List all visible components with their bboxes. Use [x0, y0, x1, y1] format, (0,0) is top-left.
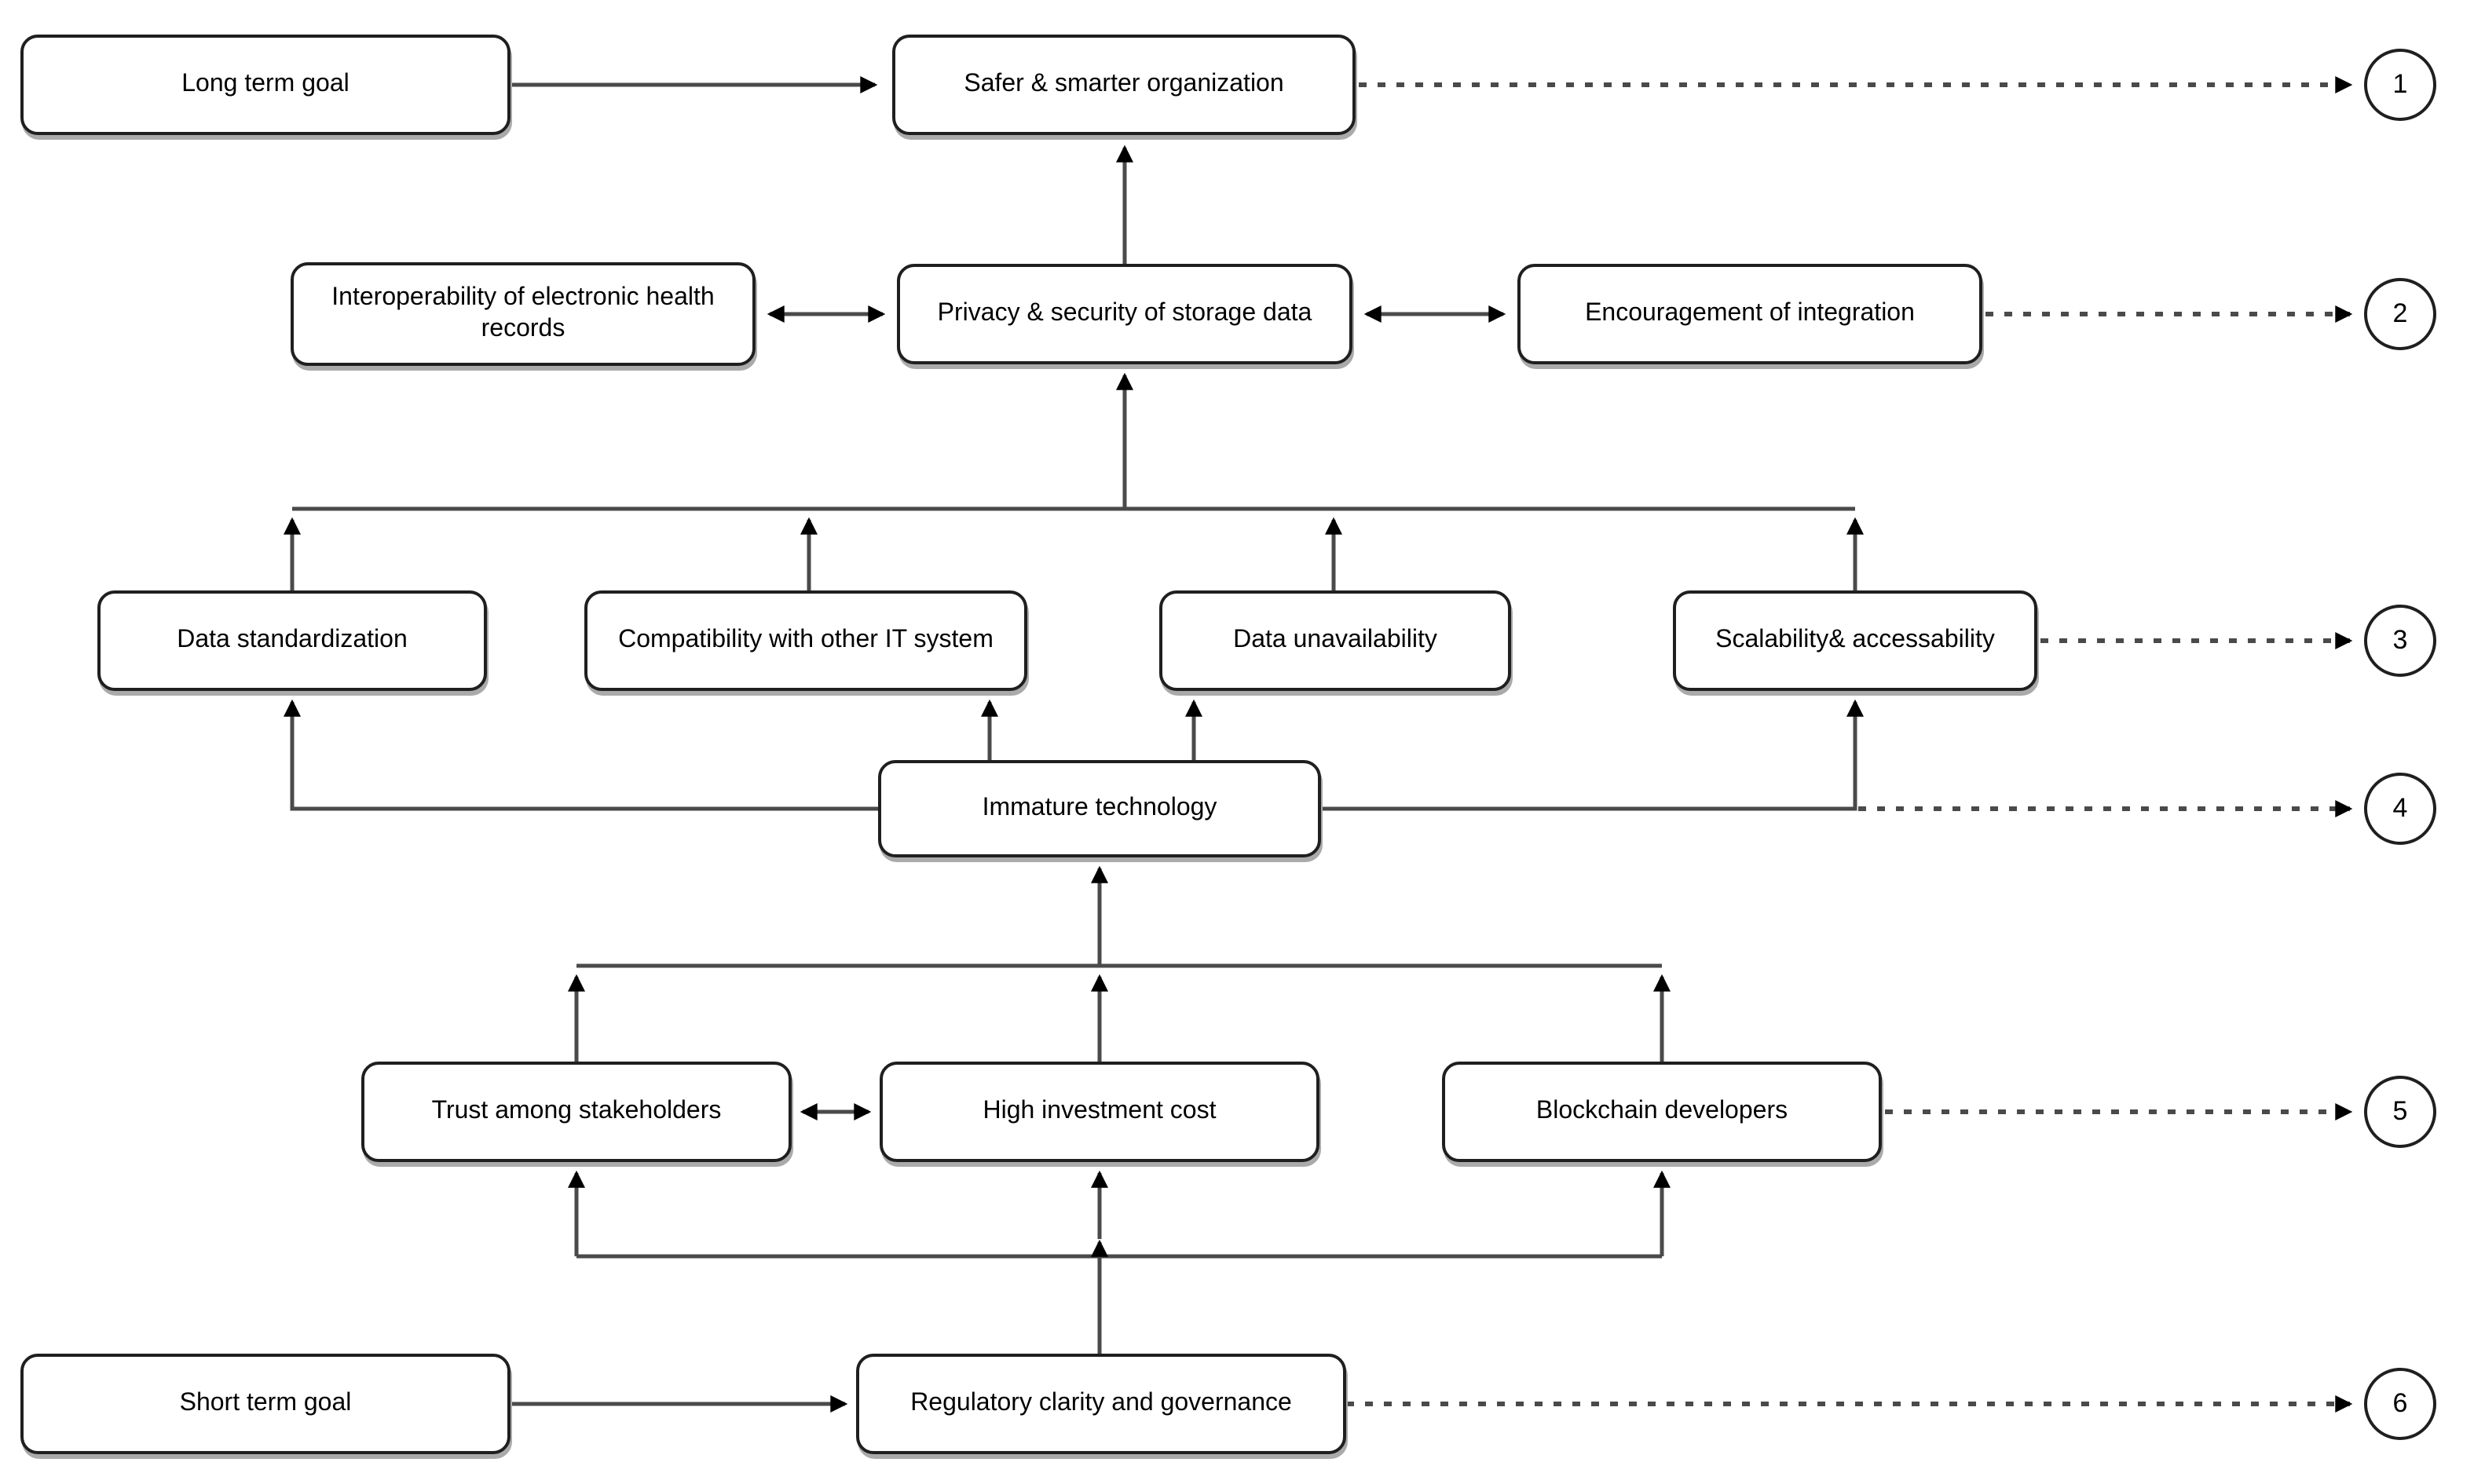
node-data-unavailability: Data unavailability	[1159, 590, 1511, 691]
node-label-data-standardization: Data standardization	[177, 627, 408, 653]
level-marker-1: 1	[2364, 49, 2436, 121]
edge-immature-to-scalability	[1321, 699, 1864, 811]
node-interoperability-ehr: Interoperability of electronic health re…	[291, 262, 756, 366]
node-regulatory-clarity: Regulatory clarity and governance	[856, 1354, 1346, 1454]
node-label-immature-technology: Immature technology	[982, 795, 1217, 821]
level-marker-4-label: 4	[2392, 793, 2408, 823]
level-marker-6-label: 6	[2392, 1388, 2408, 1418]
level-marker-2: 2	[2364, 278, 2436, 350]
edge-immature-to-datastd	[284, 699, 878, 811]
node-label-compatibility-it: Compatibility with other IT system	[618, 627, 994, 653]
node-label-scalability-accessability: Scalability& accessability	[1715, 627, 1995, 653]
level-marker-5-label: 5	[2392, 1096, 2408, 1126]
node-compatibility-it: Compatibility with other IT system	[584, 590, 1027, 691]
node-label-data-unavailability: Data unavailability	[1233, 627, 1437, 653]
node-immature-technology: Immature technology	[878, 760, 1321, 857]
node-label-short-term-goal: Short term goal	[179, 1390, 352, 1416]
node-high-investment-cost: High investment cost	[880, 1062, 1319, 1162]
node-label-high-investment-cost: High investment cost	[983, 1098, 1217, 1124]
node-label-long-term-goal: Long term goal	[181, 71, 350, 97]
node-label-interoperability-ehr: Interoperability of electronic health re…	[331, 284, 715, 342]
node-label-safer-smarter-organization: Safer & smarter organization	[964, 71, 1284, 97]
level-marker-3-label: 3	[2392, 625, 2408, 655]
level-marker-2-label: 2	[2392, 298, 2408, 328]
node-long-term-goal: Long term goal	[20, 35, 511, 135]
node-scalability-accessability: Scalability& accessability	[1673, 590, 2037, 691]
node-label-trust-stakeholders: Trust among stakeholders	[431, 1098, 722, 1124]
node-label-encouragement-integration: Encouragement of integration	[1585, 300, 1915, 327]
level-marker-1-label: 1	[2392, 69, 2408, 99]
node-privacy-security-storage: Privacy & security of storage data	[897, 264, 1352, 364]
level-marker-5: 5	[2364, 1076, 2436, 1148]
node-blockchain-developers: Blockchain developers	[1442, 1062, 1882, 1162]
level-marker-4: 4	[2364, 773, 2436, 845]
node-data-standardization: Data standardization	[97, 590, 487, 691]
node-trust-stakeholders: Trust among stakeholders	[361, 1062, 792, 1162]
node-label-blockchain-developers: Blockchain developers	[1535, 1098, 1788, 1124]
level-marker-3: 3	[2364, 605, 2436, 677]
node-label-privacy-security-storage: Privacy & security of storage data	[937, 300, 1312, 327]
node-safer-smarter-organization: Safer & smarter organization	[892, 35, 1356, 135]
node-short-term-goal: Short term goal	[20, 1354, 511, 1454]
node-encouragement-integration: Encouragement of integration	[1517, 264, 1982, 364]
level-marker-6: 6	[2364, 1368, 2436, 1440]
node-label-regulatory-clarity: Regulatory clarity and governance	[910, 1390, 1292, 1416]
